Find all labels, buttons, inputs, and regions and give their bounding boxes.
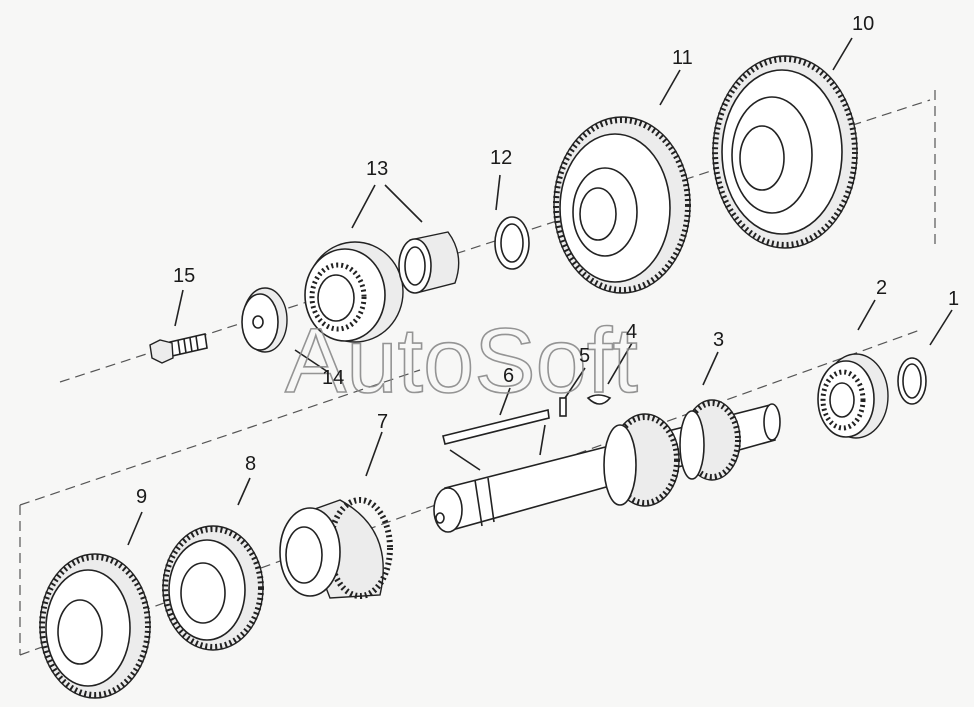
gear-7 (279, 497, 393, 599)
snap-ring-12 (494, 216, 530, 270)
callout-11: 11 (672, 47, 693, 69)
gear-9 (39, 553, 151, 699)
gear-8 (162, 525, 264, 651)
snap-ring-1 (897, 357, 927, 405)
callout-6: 6 (503, 365, 514, 387)
ball-bearing-2 (817, 353, 889, 439)
shaft-3 (433, 399, 781, 533)
callout-10: 10 (852, 13, 874, 35)
callout-3: 3 (713, 329, 724, 351)
callout-2: 2 (876, 277, 887, 299)
gear-11 (553, 116, 691, 294)
bolt-15 (149, 333, 208, 364)
callout-15: 15 (173, 265, 195, 287)
washer-14 (241, 287, 288, 353)
callout-5: 5 (579, 345, 590, 367)
callout-13: 13 (366, 158, 388, 180)
watermark-text: AutoSoft (285, 310, 638, 412)
callout-12: 12 (490, 147, 512, 169)
gear-10 (712, 55, 858, 249)
callout-9: 9 (136, 486, 147, 508)
sleeve-13 (398, 231, 460, 294)
pin-5 (559, 397, 567, 417)
callout-1: 1 (948, 288, 959, 310)
leader-lines (127, 37, 953, 546)
callout-4: 4 (626, 321, 637, 343)
key-4 (586, 394, 612, 405)
key-6 (442, 409, 550, 471)
frame-bottom-dash (19, 369, 421, 506)
bearing-13 (304, 241, 404, 343)
callout-7: 7 (377, 411, 388, 433)
callout-14: 14 (322, 367, 344, 389)
callout-8: 8 (245, 453, 256, 475)
